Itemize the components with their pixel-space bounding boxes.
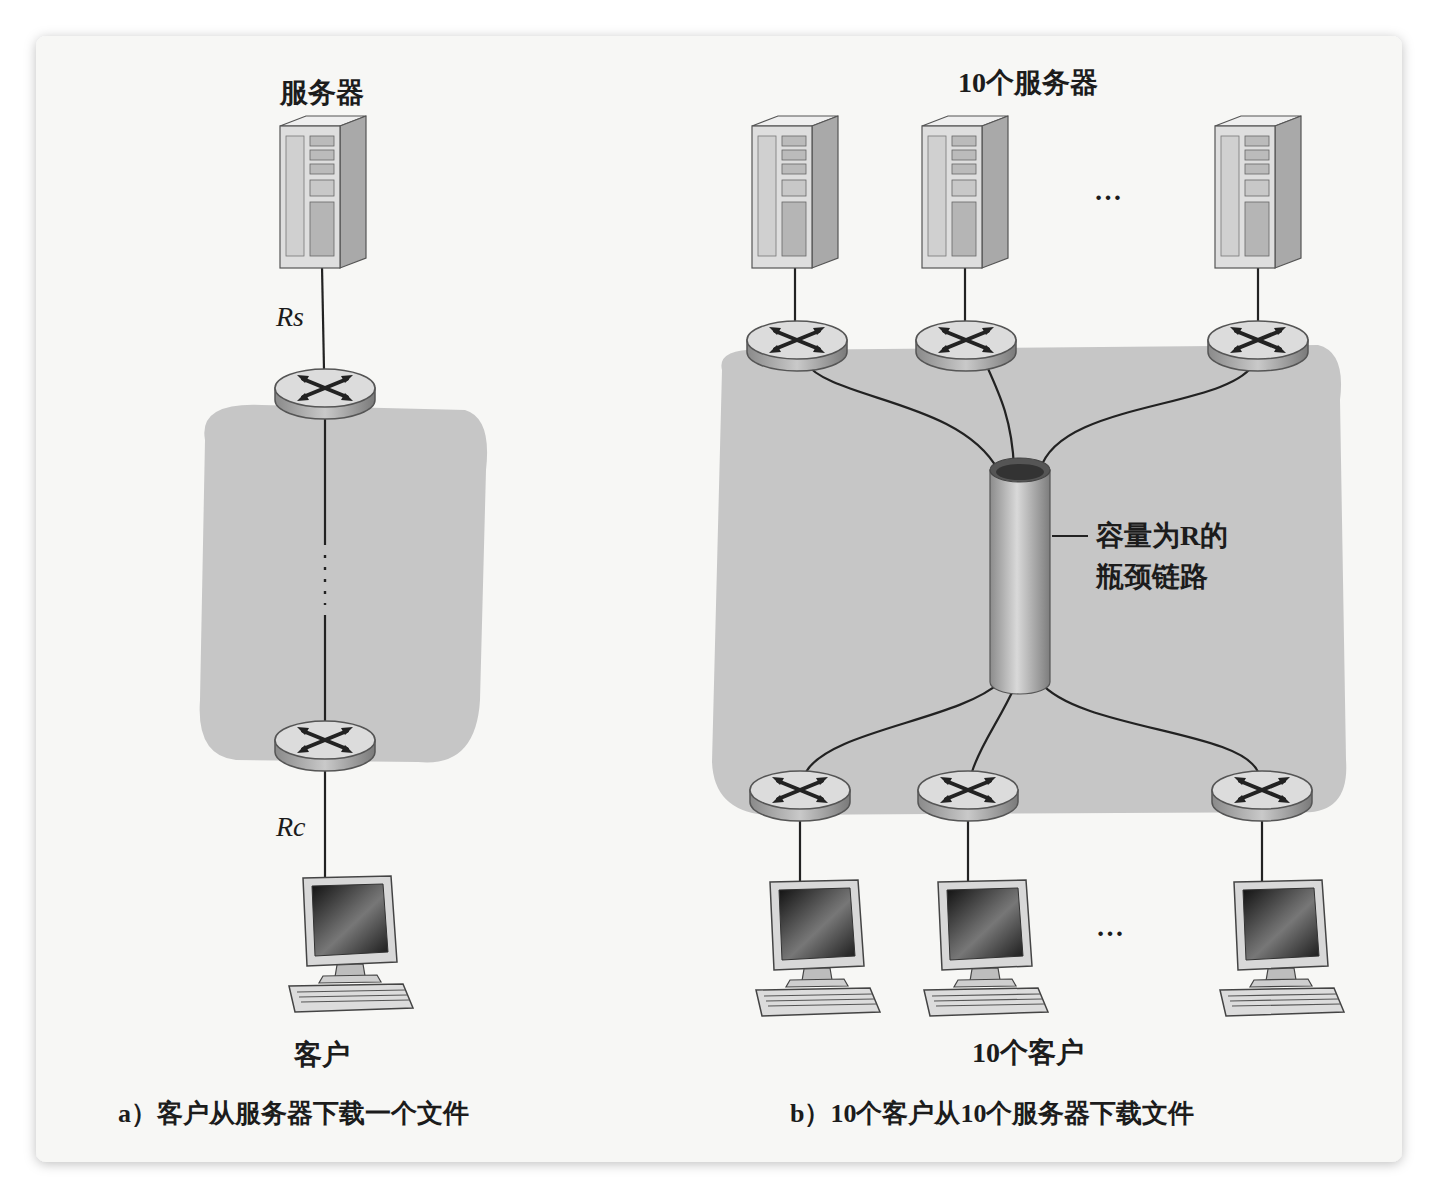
heading-label: 服务器 xyxy=(280,76,364,110)
dotted-link xyxy=(324,555,326,605)
client-computer xyxy=(289,876,413,1012)
router-icon xyxy=(918,771,1018,821)
network-cloud xyxy=(712,345,1346,815)
router-icon xyxy=(275,721,375,771)
client-computer xyxy=(1220,880,1344,1016)
router-icon xyxy=(1212,771,1312,821)
server-icon xyxy=(280,116,366,268)
figure-caption: b）10个客户从10个服务器下载文件 xyxy=(790,1098,1194,1129)
ellipsis-mark: … xyxy=(1094,174,1122,208)
core-link xyxy=(324,410,326,545)
leader-line xyxy=(1052,535,1088,537)
link-rate-label: Rc xyxy=(276,810,306,844)
page-card xyxy=(36,36,1402,1162)
heading-label: 客户 xyxy=(294,1038,350,1072)
router-icon xyxy=(275,369,375,419)
network-cloud xyxy=(200,405,487,763)
server-icon xyxy=(752,116,838,268)
heading-label: 10个服务器 xyxy=(958,66,1098,100)
client-computer xyxy=(924,880,1048,1016)
router-icon xyxy=(1208,321,1308,371)
access-links xyxy=(795,266,1262,885)
figure-caption: a）客户从服务器下载一个文件 xyxy=(118,1098,469,1129)
client-computer xyxy=(756,880,880,1016)
server-icon xyxy=(922,116,1008,268)
ellipsis-mark: … xyxy=(1096,910,1124,944)
link-rate-label: Rs xyxy=(276,300,304,334)
core-links xyxy=(805,362,1258,772)
router-icon xyxy=(747,321,847,371)
router-icon xyxy=(916,321,1016,371)
router-icon xyxy=(750,771,850,821)
access-link xyxy=(322,266,324,370)
core-link xyxy=(324,615,326,722)
bottleneck-cylinder xyxy=(990,458,1050,694)
access-link xyxy=(324,760,326,882)
heading-label: 10个客户 xyxy=(972,1036,1084,1070)
server-icon xyxy=(1215,116,1301,268)
callout-label: 容量为R的 瓶颈链路 xyxy=(1096,516,1246,597)
